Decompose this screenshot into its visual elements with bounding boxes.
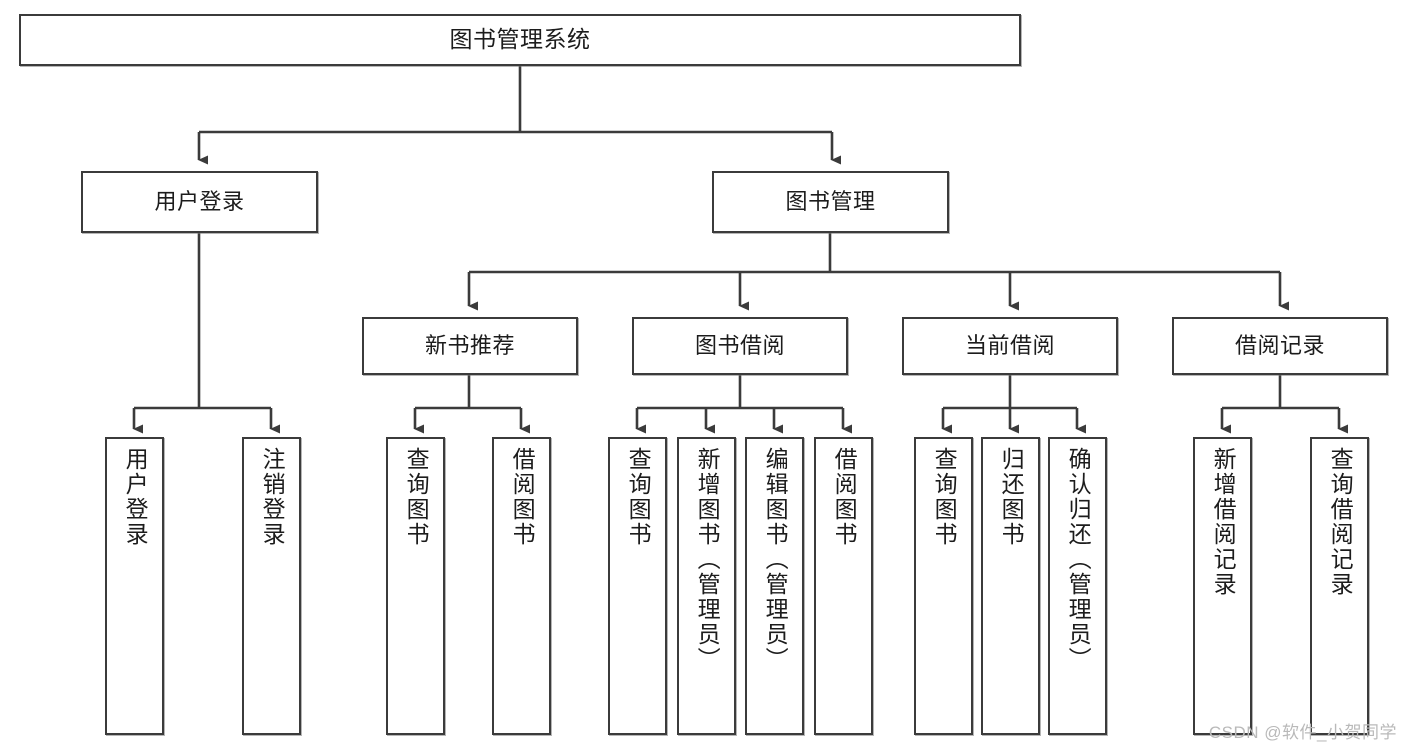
- node-new-book-recommend[interactable]: 新书推荐: [362, 317, 578, 375]
- node-current-borrow-label: 当前借阅: [964, 332, 1055, 358]
- node-new-book-recommend-label: 新书推荐: [424, 332, 515, 358]
- node-leaf-confirm-return[interactable]: 确认归还（管理员）: [1048, 437, 1107, 735]
- node-user-login-label: 用户登录: [154, 188, 245, 214]
- node-leaf-return-book[interactable]: 归还图书: [981, 437, 1040, 735]
- node-borrow-record-label: 借阅记录: [1234, 332, 1325, 358]
- node-leaf-add-record[interactable]: 新增借阅记录: [1193, 437, 1252, 735]
- node-leaf-edit-book[interactable]: 编辑图书（管理员）: [745, 437, 804, 735]
- node-root[interactable]: 图书管理系统: [19, 14, 1021, 66]
- node-leaf-query-book-3[interactable]: 查询图书: [914, 437, 973, 735]
- node-leaf-borrow-book-1[interactable]: 借阅图书: [492, 437, 551, 735]
- watermark: CSDN @软件_小贺同学: [1208, 723, 1397, 742]
- node-leaf-add-record-label: 新增借阅记录: [1210, 447, 1237, 597]
- node-leaf-logout-label: 注销登录: [259, 447, 286, 547]
- node-current-borrow[interactable]: 当前借阅: [902, 317, 1118, 375]
- node-leaf-borrow-book-2[interactable]: 借阅图书: [814, 437, 873, 735]
- node-book-manage[interactable]: 图书管理: [712, 171, 949, 233]
- node-leaf-add-book[interactable]: 新增图书（管理员）: [677, 437, 736, 735]
- node-user-login[interactable]: 用户登录: [81, 171, 318, 233]
- node-leaf-add-book-label: 新增图书（管理员）: [694, 447, 721, 672]
- node-leaf-query-book-2[interactable]: 查询图书: [608, 437, 667, 735]
- node-leaf-borrow-book-1-label: 借阅图书: [509, 447, 536, 547]
- node-leaf-query-record[interactable]: 查询借阅记录: [1310, 437, 1369, 735]
- node-leaf-borrow-book-2-label: 借阅图书: [831, 447, 858, 547]
- node-leaf-user-login[interactable]: 用户登录: [105, 437, 164, 735]
- node-leaf-user-login-label: 用户登录: [122, 447, 149, 547]
- node-leaf-query-book-1-label: 查询图书: [403, 447, 430, 547]
- node-leaf-return-book-label: 归还图书: [998, 447, 1025, 547]
- node-leaf-confirm-return-label: 确认归还（管理员）: [1065, 447, 1092, 672]
- node-book-manage-label: 图书管理: [785, 188, 876, 214]
- node-leaf-query-book-1[interactable]: 查询图书: [386, 437, 445, 735]
- node-leaf-logout[interactable]: 注销登录: [242, 437, 301, 735]
- node-root-label: 图书管理系统: [449, 26, 591, 53]
- node-book-borrow[interactable]: 图书借阅: [632, 317, 848, 375]
- node-leaf-query-book-2-label: 查询图书: [625, 447, 652, 547]
- node-borrow-record[interactable]: 借阅记录: [1172, 317, 1388, 375]
- node-leaf-query-book-3-label: 查询图书: [931, 447, 958, 547]
- node-leaf-query-record-label: 查询借阅记录: [1327, 447, 1354, 597]
- node-book-borrow-label: 图书借阅: [694, 332, 785, 358]
- node-leaf-edit-book-label: 编辑图书（管理员）: [762, 447, 789, 672]
